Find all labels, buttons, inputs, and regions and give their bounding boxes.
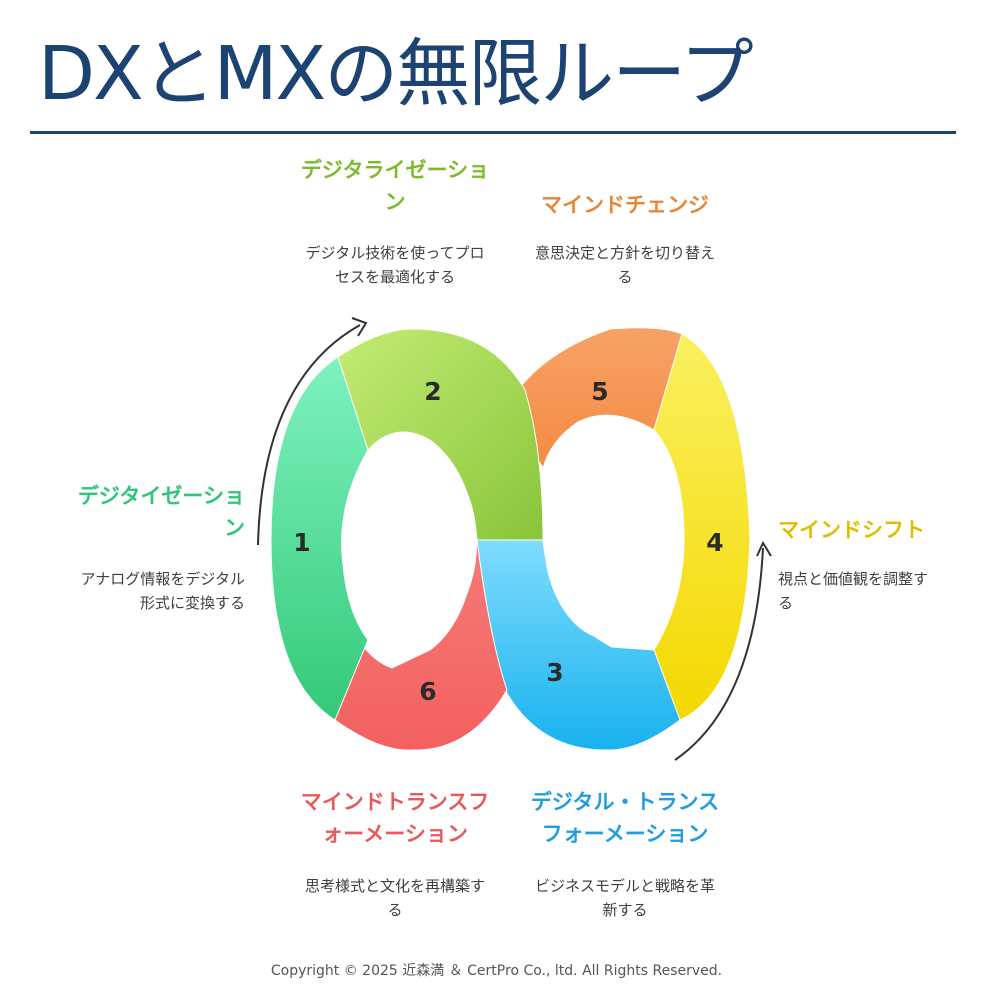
arrow-left-curve xyxy=(257,324,361,546)
page-title: DXとMXの無限ループ xyxy=(38,31,754,117)
stage-title-2: デジタライゼーション xyxy=(300,158,490,214)
segment-6 xyxy=(334,539,508,751)
stage-title-3: デジタル・トランスフォーメーション xyxy=(530,790,720,846)
stage-desc-6: 思考様式と文化を再構築する xyxy=(304,877,485,919)
stage-desc-3: ビジネスモデルと戦略を革新する xyxy=(534,877,715,919)
stage-title-4: マインドシフト xyxy=(778,518,925,542)
stage-desc-1: アナログ情報をデジタル形式に変換する xyxy=(80,570,245,612)
right-hole xyxy=(544,439,684,641)
arrow-left-head xyxy=(351,317,368,337)
stage-number-6: 6 xyxy=(419,677,436,706)
stage-title-6: マインドトランスフォーメーション xyxy=(300,790,490,846)
stage-desc-2: デジタル技術を使ってプロセスを最適化する xyxy=(305,244,485,286)
stage-desc-5: 意思決定と方針を切り替える xyxy=(534,244,715,286)
segment-4 xyxy=(653,333,751,721)
arrow-right-curve xyxy=(674,547,764,761)
stage-number-3: 3 xyxy=(546,658,563,687)
stage-desc-4: 視点と価値観を調整する xyxy=(778,570,929,612)
stage-number-4: 4 xyxy=(706,528,723,557)
left-hole xyxy=(341,444,477,642)
segment-5 xyxy=(506,327,683,470)
stage-number-1: 1 xyxy=(293,528,310,557)
stage-title-5: マインドチェンジ xyxy=(541,193,709,217)
copyright-notice: Copyright © 2025 近森満 ＆ CertPro Co., ltd.… xyxy=(270,963,723,979)
stage-number-2: 2 xyxy=(424,377,441,406)
title-underline xyxy=(30,131,956,134)
stage-title-1: デジタイゼーション xyxy=(77,484,245,540)
segment-2 xyxy=(337,328,544,541)
stage-number-5: 5 xyxy=(591,377,608,406)
arrow-right-head xyxy=(756,540,772,557)
